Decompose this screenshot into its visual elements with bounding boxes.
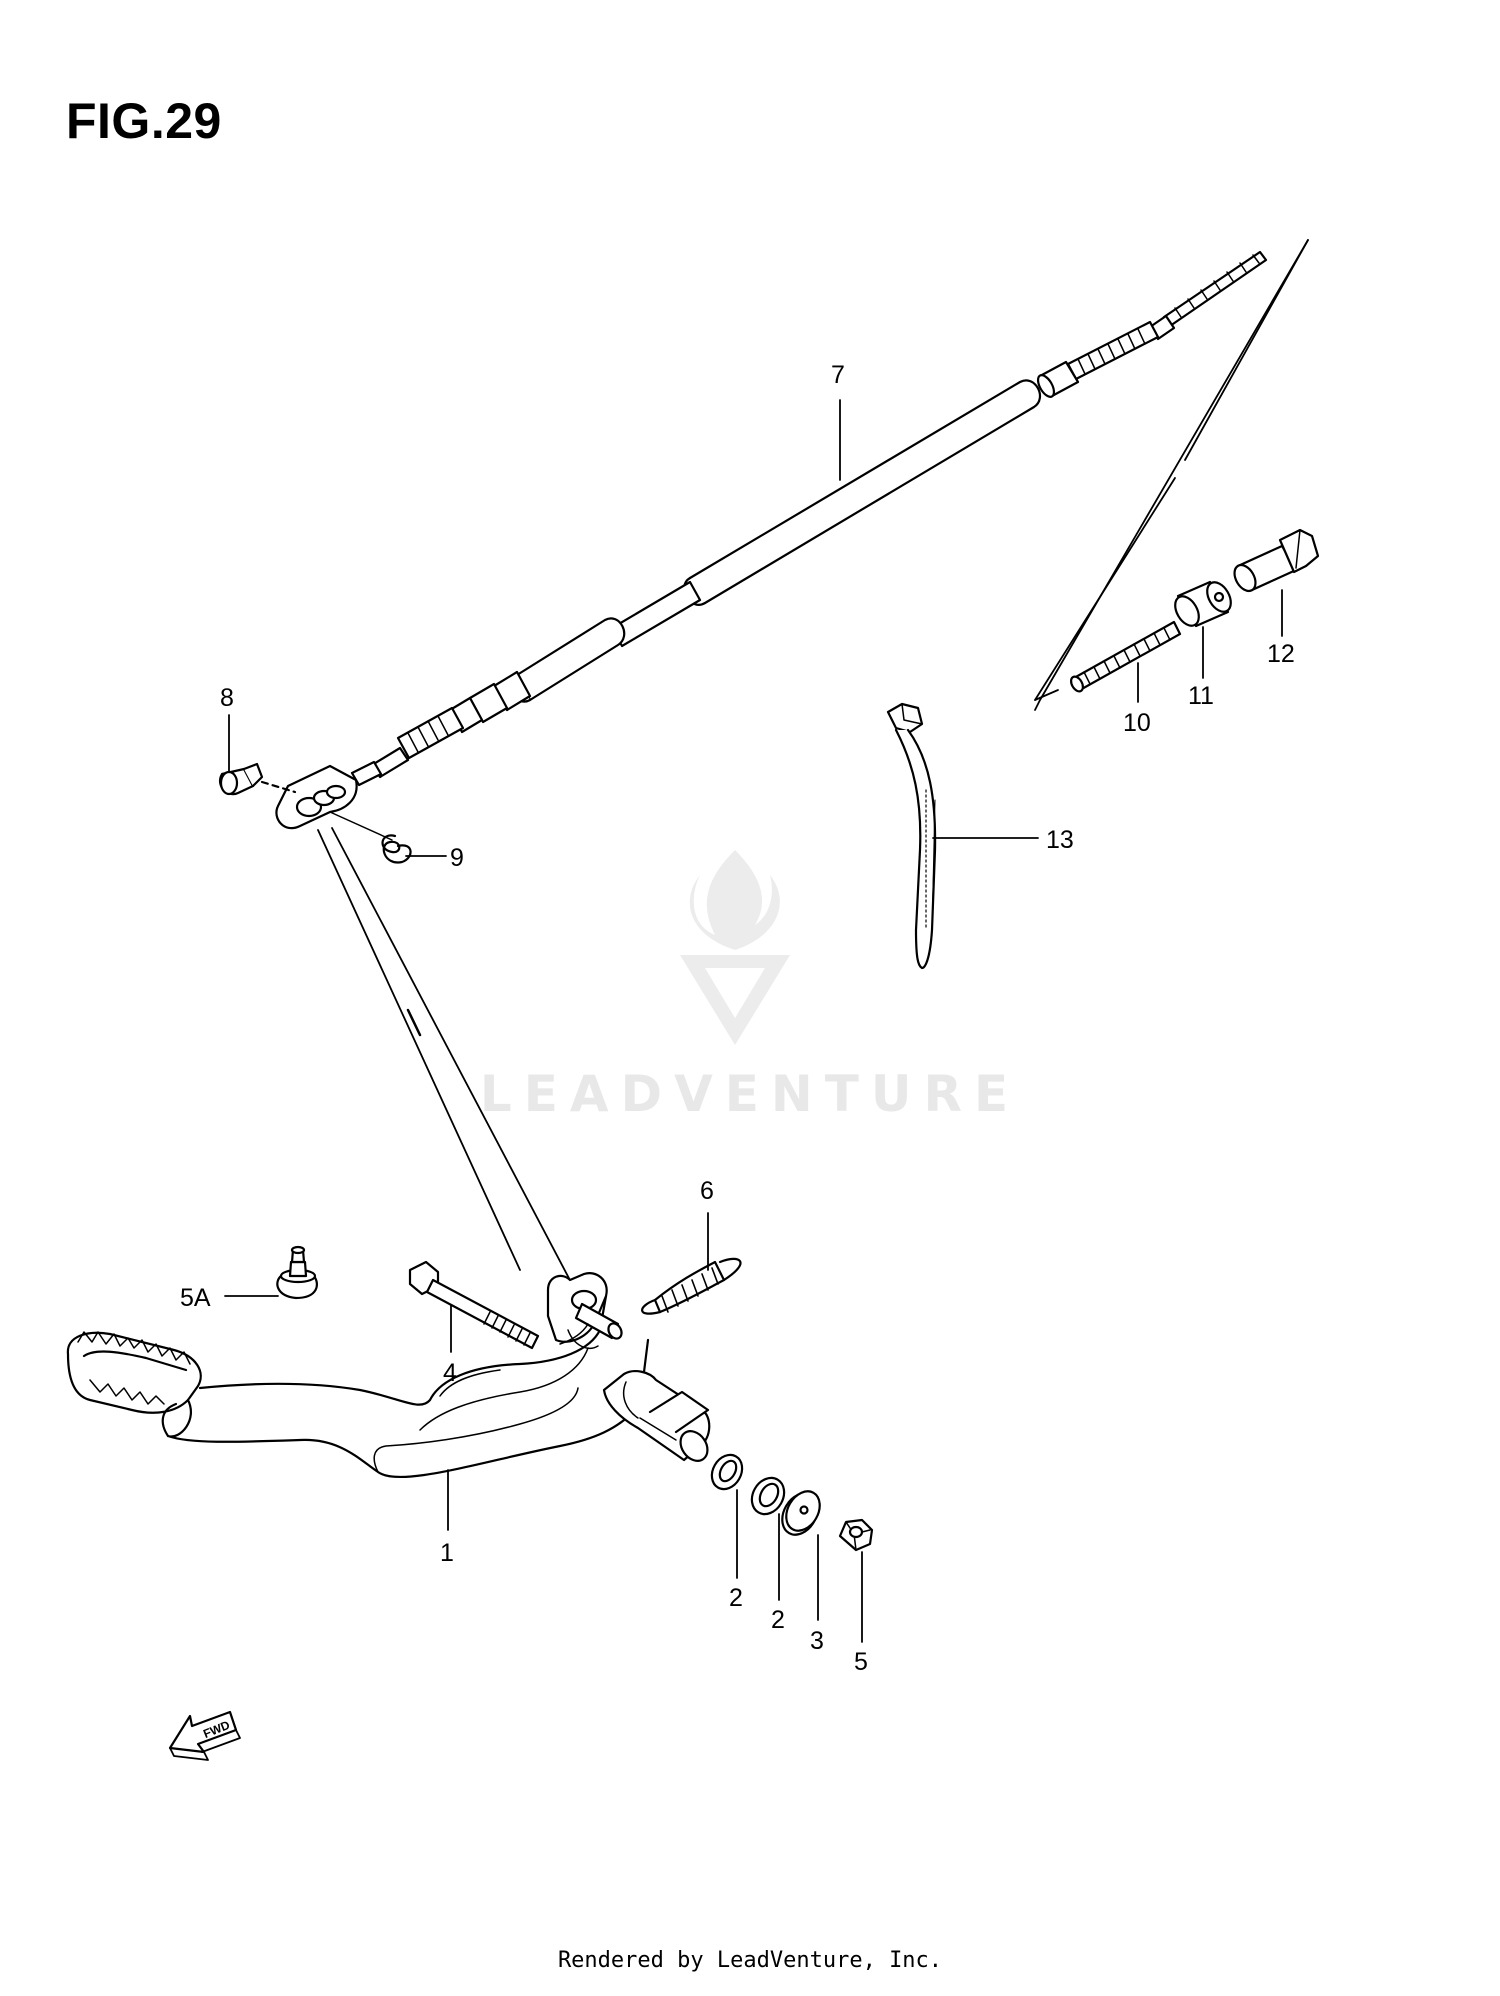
footer-credit: Rendered by LeadVenture, Inc.: [557, 1948, 943, 1973]
callout-7: 7: [831, 361, 845, 389]
washer-2a: [710, 1453, 744, 1491]
cotter-clip: [329, 811, 412, 864]
callout-1: 1: [440, 1539, 454, 1567]
callout-4: 4: [443, 1359, 457, 1387]
grease-nipple: [276, 1245, 318, 1300]
clevis-pin: [219, 762, 297, 796]
forward-arrow-icon: [168, 1710, 241, 1761]
watermark-logo-icon: [680, 850, 790, 1045]
callout-5A: 5A: [180, 1284, 211, 1312]
figure-title: FIG.29: [66, 93, 222, 149]
pivot-bolt: [408, 1260, 540, 1350]
callout-2a: 2: [729, 1584, 743, 1612]
callout-3: 3: [810, 1627, 824, 1655]
callout-6: 6: [700, 1177, 714, 1205]
flat-washer: [781, 1490, 821, 1536]
callout-2b: 2: [771, 1606, 785, 1634]
brake-cable: [275, 250, 1268, 830]
callout-8: 8: [220, 684, 234, 712]
callout-5: 5: [854, 1648, 868, 1676]
cable-tie: [886, 702, 937, 970]
bolt-12: [1233, 528, 1320, 593]
callout-11: 11: [1188, 682, 1214, 710]
return-spring-small: [1070, 620, 1182, 693]
washer-2b: [750, 1476, 786, 1516]
callout-13: 13: [1046, 826, 1074, 854]
brake-pedal: [66, 1272, 711, 1479]
callout-10: 10: [1123, 709, 1151, 737]
watermark-text: LEADVENTURE: [479, 1065, 1021, 1123]
leader-lines: [224, 399, 1283, 1643]
callout-9: 9: [450, 844, 464, 872]
hex-nut: [838, 1518, 874, 1552]
collar: [1174, 580, 1232, 628]
assembly-lines: [317, 239, 1309, 1323]
callout-12: 12: [1267, 640, 1295, 668]
brake-return-spring: [641, 1257, 742, 1315]
